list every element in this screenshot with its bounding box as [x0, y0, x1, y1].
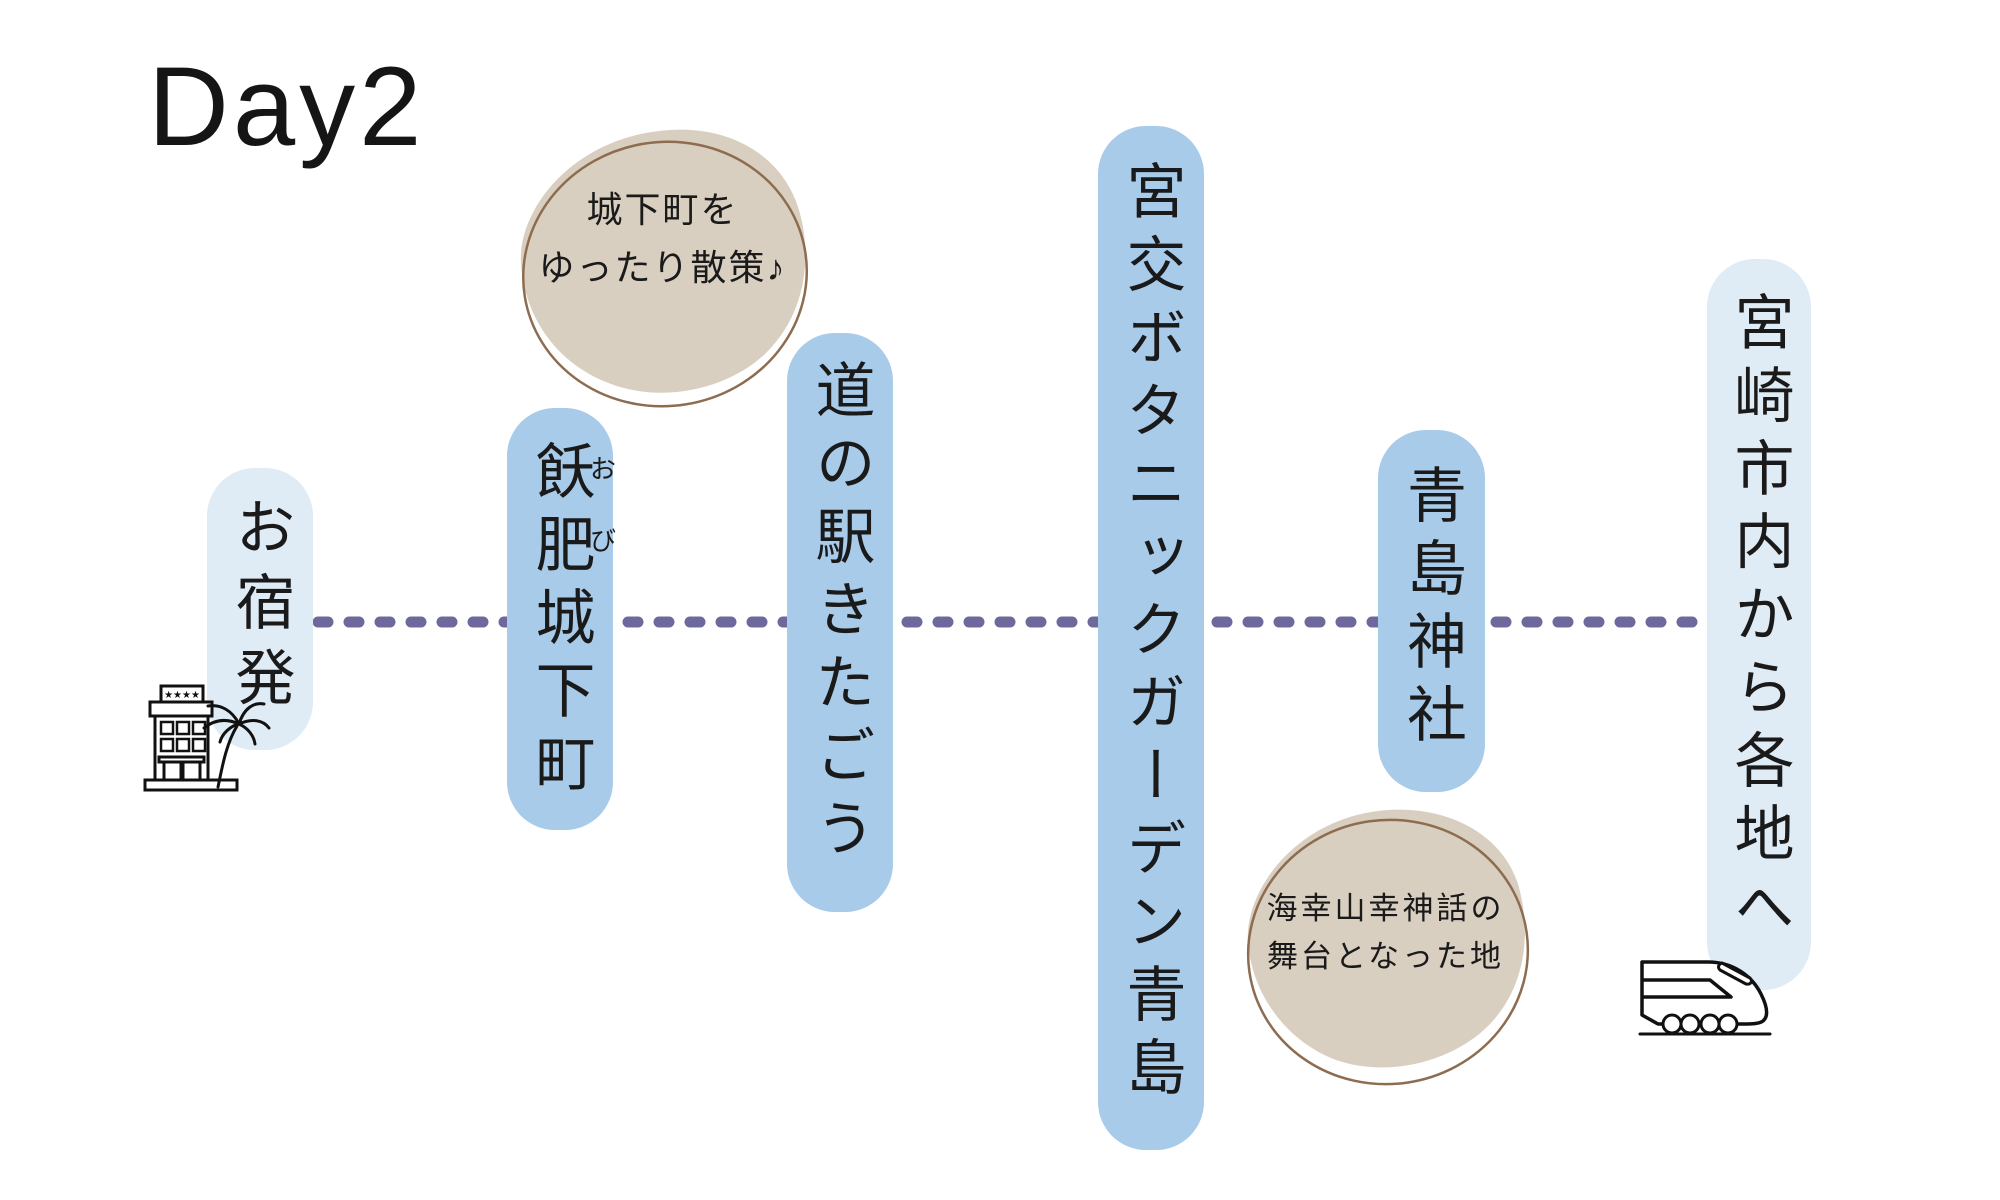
page-title: Day2 — [148, 44, 426, 169]
note-aoshima-line-2: 舞台となった地 — [1266, 939, 1505, 974]
hotel-with-palm-icon: ★★★★ — [143, 684, 271, 792]
note-bubble-obi — [520, 129, 809, 408]
stop-miyazaki-city-onward: 宮崎市内から各地へ — [1707, 259, 1811, 990]
hotel-building-icon: ★★★★ — [143, 684, 239, 792]
note-bubble-aoshima — [1246, 809, 1530, 1086]
stop-aoshima-shrine: 青島神社 — [1378, 430, 1485, 792]
stop-label: 宮崎市内から各地へ — [1726, 291, 1793, 948]
stop-label: 宮交ボタニックガーデン青島 — [1118, 160, 1185, 1109]
note-obi-line-1: 城下町を — [586, 189, 739, 230]
svg-text:★★★★: ★★★★ — [164, 690, 200, 701]
stop-label: お宿発 — [227, 496, 294, 721]
stop-obi-castle-town: 飫肥城下町 — [507, 408, 613, 830]
stop-label: 飫肥城下町 — [527, 440, 594, 805]
stop-label: 青島神社 — [1398, 464, 1466, 756]
palm-tree-icon — [202, 702, 271, 789]
stop-label: 道の駅きたごう — [807, 359, 874, 870]
bullet-train-icon — [1638, 960, 1772, 1036]
stop-hotel-departure: お宿発 — [207, 468, 313, 750]
stop-michi-no-eki-kitago: 道の駅きたごう — [787, 333, 893, 912]
note-aoshima-line-1: 海幸山幸神話の — [1266, 891, 1505, 926]
note-obi-line-2: ゆったり散策♪ — [538, 247, 787, 288]
furigana-o: お — [589, 454, 616, 484]
furigana-bi: び — [589, 526, 616, 556]
stop-miyako-botanic-garden-aoshima: 宮交ボタニックガーデン青島 — [1098, 126, 1204, 1150]
